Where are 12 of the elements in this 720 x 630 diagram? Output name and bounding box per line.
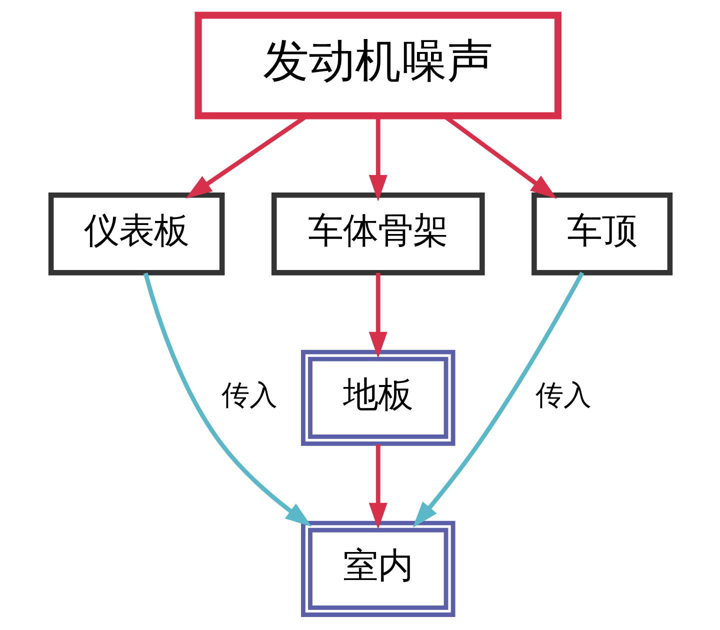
edge-label: 传入 xyxy=(534,378,591,412)
node-box: 室内 xyxy=(300,520,455,617)
arrow xyxy=(368,272,387,358)
node-box: 发动机噪声 xyxy=(194,12,561,120)
node-box: 车体骨架 xyxy=(270,192,484,276)
arrow xyxy=(368,444,387,530)
arrow xyxy=(412,272,584,528)
arrow xyxy=(142,272,312,527)
edge-label: 传入 xyxy=(220,378,277,412)
node-box: 地板 xyxy=(300,350,455,446)
node-box: 车顶 xyxy=(531,192,672,276)
node-box: 仪表板 xyxy=(48,192,224,276)
